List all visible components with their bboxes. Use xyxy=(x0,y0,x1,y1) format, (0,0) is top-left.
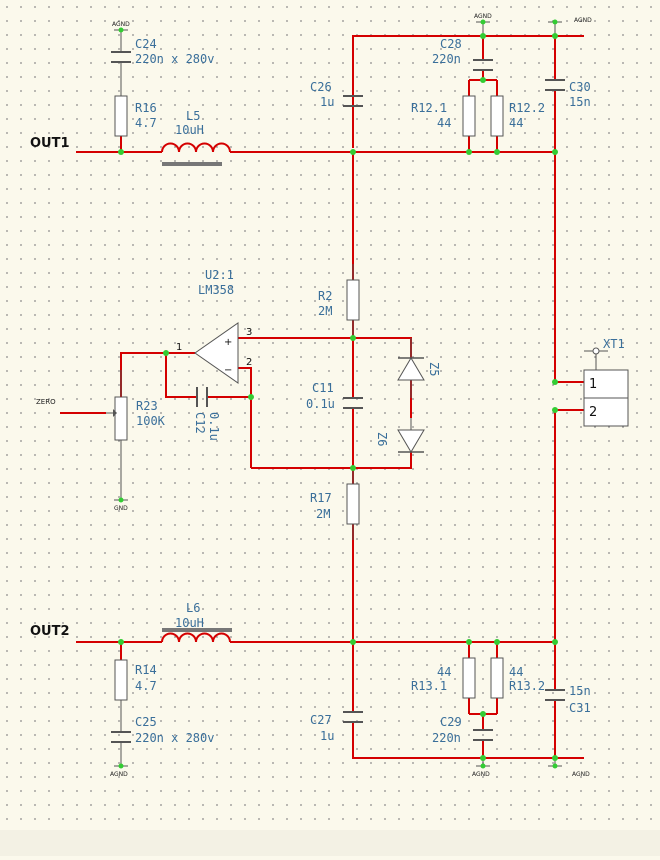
svg-text:AGND: AGND xyxy=(472,771,490,778)
c29-ref: C29 xyxy=(440,715,462,729)
capacitor-c31[interactable]: 15n C31 xyxy=(545,684,591,715)
r14-value: 4.7 xyxy=(135,679,157,693)
z5-ref: Z5 xyxy=(427,362,441,376)
svg-text:AGND: AGND xyxy=(112,21,130,28)
r12-1-ref: R12.1 xyxy=(411,101,447,115)
c11-ref: C11 xyxy=(312,381,334,395)
r23-value: 100K xyxy=(136,414,166,428)
capacitor-c24[interactable]: C24 220n x 280v xyxy=(111,37,214,66)
r16-ref: R16 xyxy=(135,101,157,115)
l6-value: 10uH xyxy=(175,616,204,630)
net-label-out1: OUT1 xyxy=(30,136,70,151)
c27-ref: C27 xyxy=(310,713,332,727)
xt1-ref: XT1 xyxy=(603,337,625,351)
c25-ref: C25 xyxy=(135,715,157,729)
grid-background xyxy=(0,0,660,830)
svg-text:AGND: AGND xyxy=(474,13,492,20)
resistor-r16[interactable]: R16 4.7 xyxy=(114,95,157,137)
resistor-r12-1[interactable]: R12.1 44 xyxy=(411,95,476,137)
opamp-u2[interactable]: + − 3 2 1 U2:1 LM358 xyxy=(176,268,252,384)
capacitor-c12[interactable]: C12 0.1u xyxy=(193,387,221,441)
r2-ref: R2 xyxy=(318,289,332,303)
r13-1-value: 44 xyxy=(437,665,451,679)
opamp-pin-3: 3 xyxy=(246,327,252,338)
c11-value: 0.1u xyxy=(306,397,335,411)
l6-ref: L6 xyxy=(186,601,200,615)
inductor-l6[interactable]: L6 10uH xyxy=(161,601,232,643)
c26-value: 1u xyxy=(320,95,334,109)
r12-1-value: 44 xyxy=(437,116,451,130)
r16-value: 4.7 xyxy=(135,116,157,130)
resistor-r13-1[interactable]: 44 R13.1 xyxy=(411,657,476,699)
r13-1-ref: R13.1 xyxy=(411,679,447,693)
resistor-r17[interactable]: R17 2M xyxy=(310,483,360,525)
r23-ref: R23 xyxy=(136,399,158,413)
r13-2-value: 44 xyxy=(509,665,523,679)
wires xyxy=(60,35,584,759)
capacitor-c27[interactable]: C27 1u xyxy=(310,711,363,743)
opamp-minus-sign: − xyxy=(224,365,232,376)
c24-value: 220n x 280v xyxy=(135,52,214,66)
c29-value: 220n xyxy=(432,731,461,745)
resistor-r2[interactable]: R2 2M xyxy=(318,279,360,321)
r12-2-value: 44 xyxy=(509,116,523,130)
r13-2-ref: R13.2 xyxy=(509,679,545,693)
xt1-pin-2: 2 xyxy=(589,405,597,420)
c26-ref: C26 xyxy=(310,80,332,94)
opamp-pin-2: 2 xyxy=(246,357,252,368)
resistor-r12-2[interactable]: R12.2 44 xyxy=(490,95,545,137)
c30-value: 15n xyxy=(569,95,591,109)
zener-z5[interactable]: Z5 xyxy=(397,357,441,381)
capacitor-c28[interactable]: C28 220n xyxy=(432,37,493,71)
connector-xt1[interactable]: XT1 1 2 xyxy=(583,337,629,427)
capacitor-c26[interactable]: C26 1u xyxy=(310,80,363,109)
capacitor-c30[interactable]: C30 15n xyxy=(545,79,591,109)
c24-ref: C24 xyxy=(135,37,157,51)
c25-value: 220n x 280v xyxy=(135,731,214,745)
net-label-out2: OUT2 xyxy=(30,624,70,639)
net-label-zero: ZERO xyxy=(36,398,56,406)
inductor-l5[interactable]: L5 10uH xyxy=(161,109,231,166)
l5-value: 10uH xyxy=(175,123,204,137)
resistor-r14[interactable]: R14 4.7 xyxy=(114,659,157,701)
r2-value: 2M xyxy=(318,304,332,318)
svg-text:AGND: AGND xyxy=(110,771,128,778)
c30-ref: C30 xyxy=(569,80,591,94)
c12-ref: C12 xyxy=(193,412,207,434)
zener-z6[interactable]: Z6 xyxy=(375,429,425,453)
r14-ref: R14 xyxy=(135,663,157,677)
r17-value: 2M xyxy=(316,507,330,521)
r12-2-ref: R12.2 xyxy=(509,101,545,115)
u2-ref: U2:1 xyxy=(205,268,234,282)
potentiometer-r23[interactable]: R23 100K xyxy=(106,396,166,441)
opamp-plus-sign: + xyxy=(224,337,232,348)
c12-value: 0.1u xyxy=(207,412,221,441)
u2-value: LM358 xyxy=(198,283,234,297)
svg-text:AGND: AGND xyxy=(574,17,592,24)
resistor-r13-2[interactable]: 44 R13.2 xyxy=(490,657,545,699)
capacitor-c29[interactable]: C29 220n xyxy=(432,715,493,745)
l5-ref: L5 xyxy=(186,109,200,123)
z6-ref: Z6 xyxy=(375,432,389,446)
xt1-pin-1: 1 xyxy=(589,377,597,392)
c28-value: 220n xyxy=(432,52,461,66)
opamp-pin-1: 1 xyxy=(176,342,182,353)
capacitor-c11[interactable]: C11 0.1u xyxy=(306,381,363,411)
power-symbols: AGND AGND AGND GND AGND AGND AGND xyxy=(110,13,592,778)
c27-value: 1u xyxy=(320,729,334,743)
r17-ref: R17 xyxy=(310,491,332,505)
c31-ref: C31 xyxy=(569,701,591,715)
junction-dots xyxy=(118,19,558,769)
c28-ref: C28 xyxy=(440,37,462,51)
svg-text:GND: GND xyxy=(114,505,128,512)
svg-text:AGND: AGND xyxy=(572,771,590,778)
capacitor-c25[interactable]: C25 220n x 280v xyxy=(111,715,214,745)
c31-value: 15n xyxy=(569,684,591,698)
